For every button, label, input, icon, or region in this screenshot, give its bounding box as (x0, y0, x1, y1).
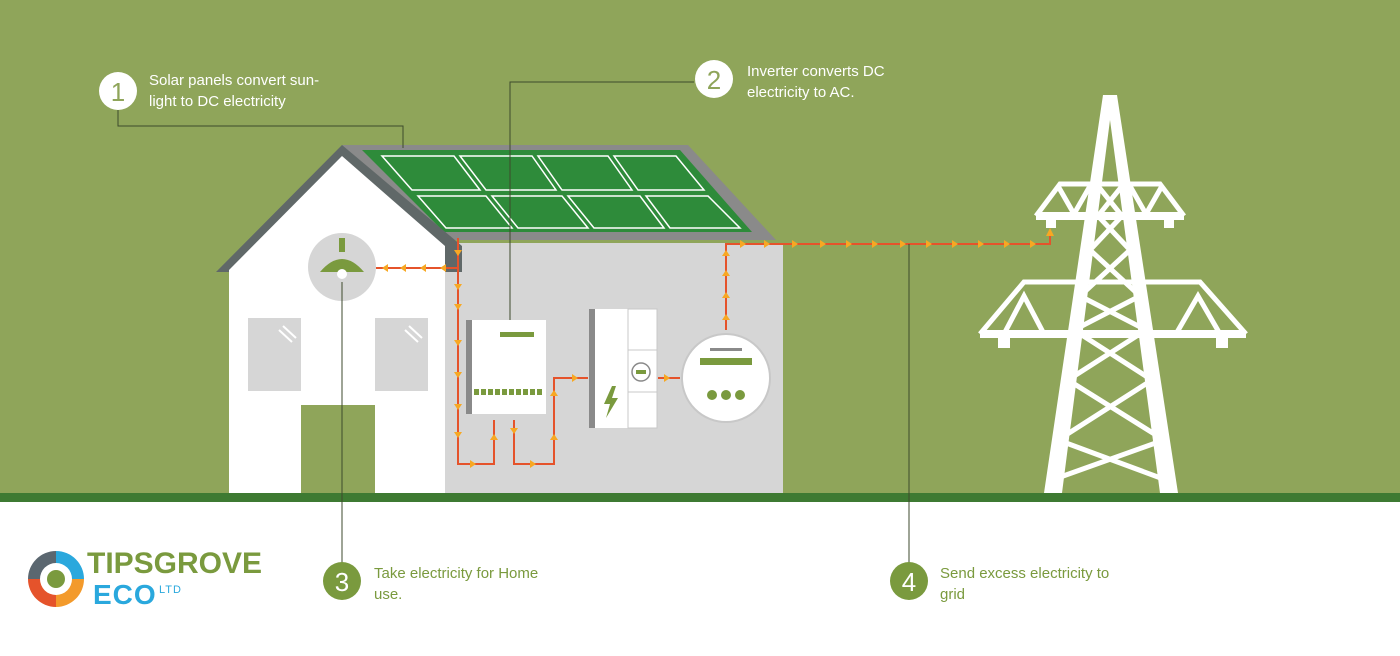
house-window-right (375, 318, 428, 391)
electricity-meter-icon (681, 333, 771, 423)
current-arrows (382, 228, 1054, 468)
bottom-area (0, 502, 1400, 656)
step-1-text: Solar panels convert sun- light to DC el… (149, 72, 320, 110)
callout-leaders (117, 81, 910, 566)
solar-roof (342, 145, 776, 240)
ground-strip (0, 493, 1400, 502)
step-badge-1: 1 (99, 72, 137, 110)
power-pylon-icon (978, 95, 1248, 493)
step-4-text: Send excess electricity to grid (940, 565, 1110, 603)
step-2-text: Inverter converts DC electricity to AC. (747, 63, 885, 101)
step-number-2: 2 (707, 65, 721, 95)
house-window-left (248, 318, 301, 391)
house-door (301, 405, 375, 493)
step-number-1: 1 (111, 77, 125, 107)
ceiling-lamp-icon (308, 233, 376, 301)
inverter-icon (466, 320, 546, 414)
brand-name-line2: ECO (93, 579, 157, 610)
step-3-text: Take electricity for Home use. (374, 565, 539, 603)
brand-name-line1: TIPSGROVE (87, 547, 263, 580)
house-main (216, 145, 462, 493)
tipsgrove-eco-logo-icon (28, 551, 84, 607)
brand-suffix: LTD (159, 584, 182, 596)
step-badge-2: 2 (695, 60, 733, 98)
solar-panel-icon (380, 155, 742, 229)
step-number-4: 4 (902, 567, 916, 597)
step-badge-4: 4 (890, 562, 928, 600)
battery-icon (589, 308, 658, 429)
step-number-3: 3 (335, 567, 349, 597)
step-badge-3: 3 (323, 562, 361, 600)
